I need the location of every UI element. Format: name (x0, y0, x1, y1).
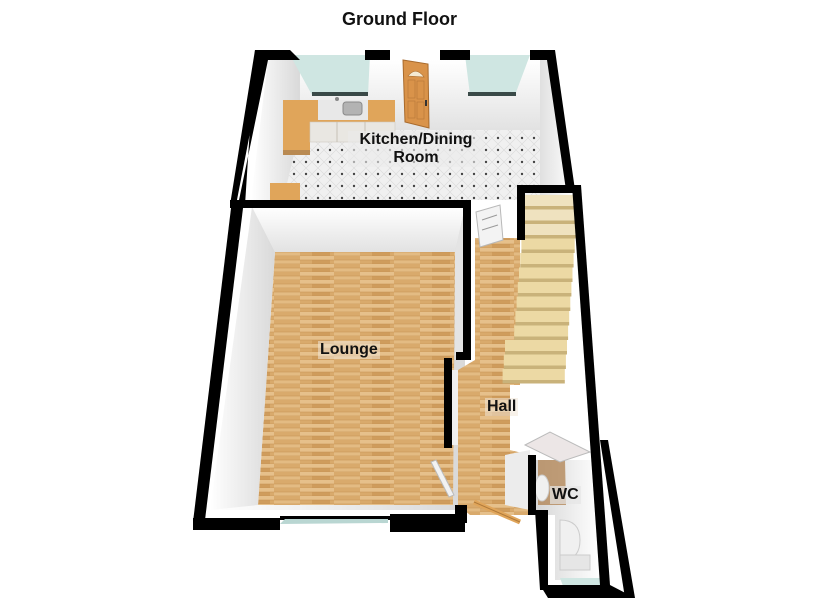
stair-riser (516, 307, 571, 311)
hall-floor (458, 238, 530, 515)
stair-step (523, 209, 577, 221)
wash-basin (534, 474, 550, 502)
kitchen-left-wall (251, 60, 300, 200)
stair-riser (525, 206, 578, 210)
staircase[interactable] (502, 195, 578, 384)
sink (342, 101, 363, 116)
stair-step (502, 369, 565, 380)
stair-step (519, 267, 573, 279)
lounge-window (280, 519, 388, 524)
stair-riser (519, 278, 573, 282)
stair-riser (523, 220, 577, 224)
room-label-kitchen: Kitchen/Dining Room (348, 131, 484, 167)
stair-step (521, 238, 575, 250)
stair-step (522, 224, 576, 235)
lounge-door[interactable] (430, 459, 455, 498)
room-label-hall: Hall (485, 398, 519, 416)
room-label-lounge: Lounge (318, 341, 380, 359)
stair-step (503, 354, 566, 366)
stair-riser (502, 380, 565, 384)
stair-step (516, 296, 571, 308)
hall (430, 204, 530, 515)
floor-title: Ground Floor (342, 9, 457, 29)
stair-riser (505, 351, 567, 355)
kitchen-window-left (290, 55, 370, 95)
stair-step (514, 325, 569, 337)
kitchen-side-counter (270, 183, 300, 200)
stair-riser (515, 322, 570, 326)
stair-riser (503, 365, 566, 369)
stair-riser (521, 249, 575, 253)
lounge-back-wall (252, 207, 465, 252)
stair-riser (517, 293, 572, 297)
stair-step (517, 282, 572, 293)
stair-riser (522, 235, 576, 239)
walls (193, 50, 635, 598)
stair-step (505, 340, 567, 351)
back-door[interactable] (402, 59, 430, 129)
wc-door[interactable] (523, 431, 592, 463)
stair-riser (520, 264, 574, 268)
stair-step (525, 195, 578, 206)
wc-window (560, 578, 603, 586)
lounge-floor (258, 252, 455, 505)
lounge-left-wall (210, 207, 275, 510)
stair-step (515, 311, 570, 322)
kitchen-right-wall (530, 60, 573, 200)
stair-step (520, 253, 574, 264)
kitchen-dining-room (251, 55, 573, 200)
hall-kitchen-door[interactable] (475, 204, 504, 248)
stair-riser (514, 336, 569, 340)
kitchen-window-right (465, 55, 530, 95)
room-label-wc: WC (550, 486, 581, 504)
tap-icon (335, 97, 339, 101)
